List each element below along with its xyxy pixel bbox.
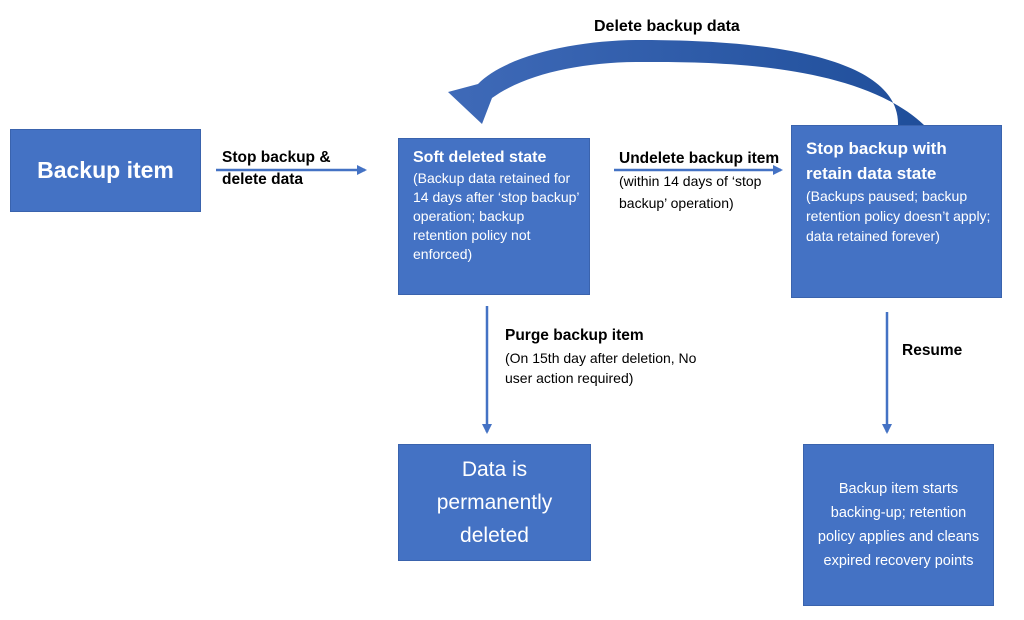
- node-backing-up-text: Backup item starts backing-up; retention…: [817, 481, 980, 569]
- node-permanently-deleted: Data is permanently deleted: [398, 444, 591, 561]
- label-purge-group: Purge backup item (On 15th day after del…: [505, 324, 710, 388]
- node-soft-deleted: Soft deleted state (Backup data retained…: [398, 138, 590, 295]
- label-delete-backup: Delete backup data: [594, 18, 740, 35]
- label-undelete-group: Undelete backup item (within 14 days of …: [619, 147, 791, 214]
- label-stop-delete: Stop backup & delete data: [222, 149, 331, 188]
- node-stop-retain-desc: (Backups paused; backup retention policy…: [806, 188, 991, 244]
- node-soft-deleted-desc: (Backup data retained for 14 days after …: [413, 170, 580, 262]
- curved-arrow-delete-backup: [448, 40, 924, 125]
- node-backing-up: Backup item starts backing-up; retention…: [803, 444, 994, 606]
- label-resume: Resume: [902, 342, 963, 359]
- label-purge-note: (On 15th day after deletion, No user act…: [505, 350, 697, 386]
- node-stop-retain: Stop backup with retain data state (Back…: [791, 125, 1002, 298]
- label-undelete-note: (within 14 days of ‘stop backup’ operati…: [619, 173, 762, 211]
- label-purge: Purge backup item: [505, 327, 644, 344]
- node-stop-retain-title: Stop backup with retain data state: [806, 139, 947, 183]
- node-backup-item-title: Backup item: [37, 157, 174, 183]
- label-undelete: Undelete backup item: [619, 150, 780, 167]
- node-soft-deleted-title: Soft deleted state: [413, 149, 547, 166]
- node-backup-item: Backup item: [10, 129, 201, 212]
- node-permanently-deleted-title: Data is permanently deleted: [436, 458, 553, 547]
